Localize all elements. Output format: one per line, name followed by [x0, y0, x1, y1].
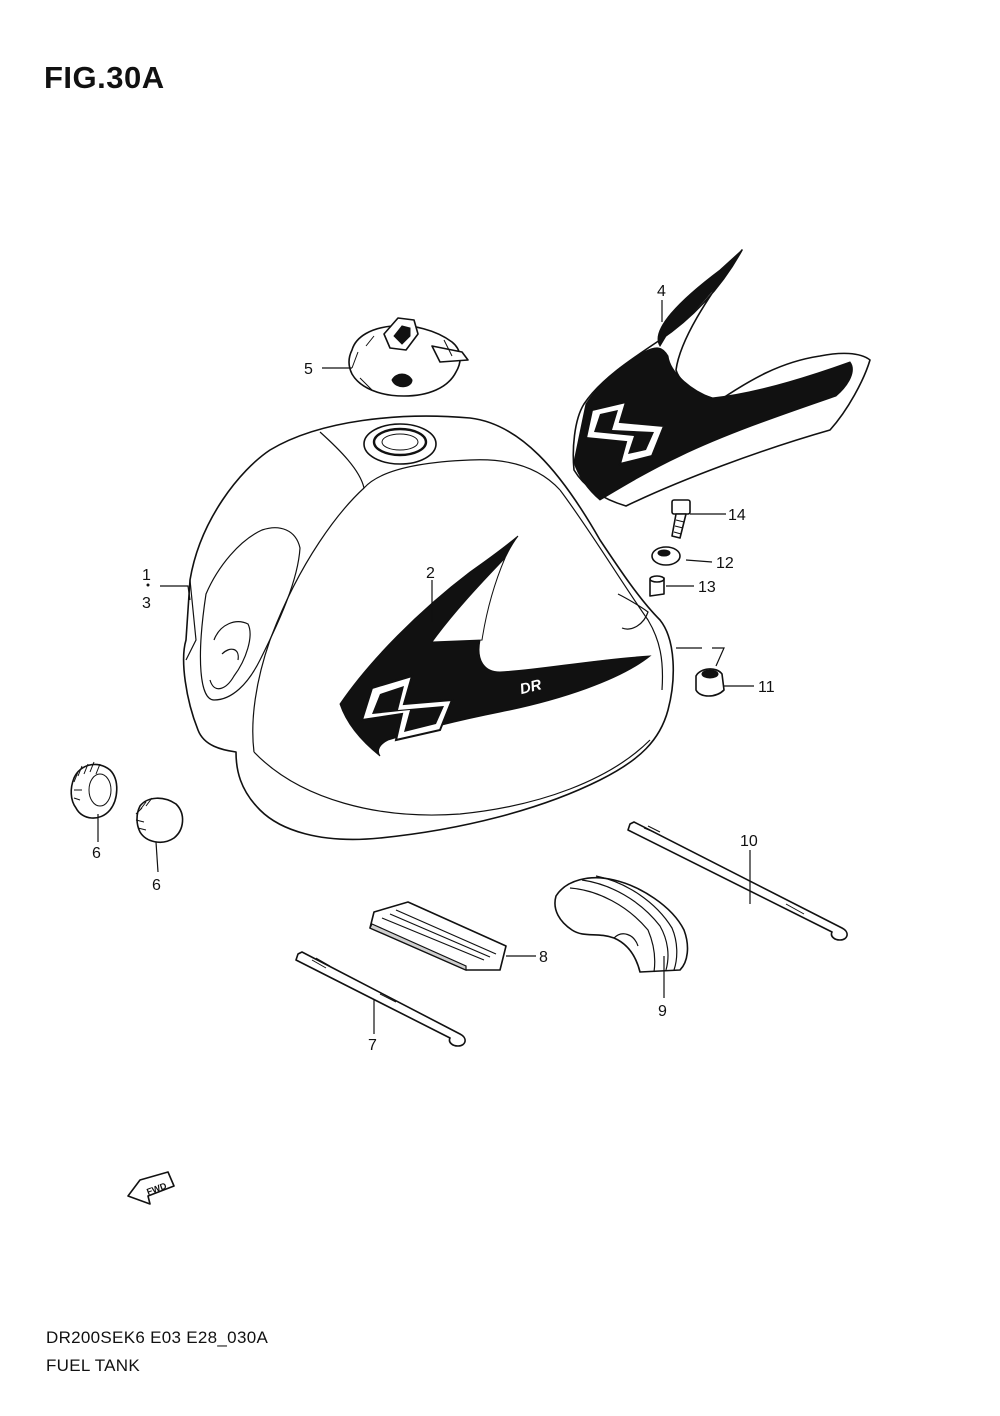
callout-5: 5: [304, 361, 313, 378]
svg-text:DR: DR: [518, 676, 543, 698]
callout-10: 10: [740, 833, 758, 850]
figure-code: DR200SEK6 E03 E28_030A: [46, 1328, 269, 1347]
bolt-part: [671, 499, 691, 539]
callout-11: 11: [758, 679, 775, 696]
callout-numbers: 1 3 2 4 5 14 12 13 11 6 6 10 8 9 7: [92, 283, 775, 1054]
cap-part-b: [135, 797, 184, 844]
callout-7: 7: [368, 1037, 377, 1054]
svg-text:DR: DR: [688, 444, 713, 466]
callout-1: 1: [142, 567, 151, 584]
forward-direction-arrow: FWD: [127, 1171, 175, 1205]
callout-8: 8: [539, 949, 548, 966]
strap-upper-part: [627, 821, 848, 941]
figure-title: FIG.30A: [44, 60, 165, 95]
tank-emblem-left-part: DR: [339, 535, 652, 757]
callout-9: 9: [658, 1003, 667, 1020]
cushion-part: [651, 546, 681, 566]
collar-part: [649, 575, 665, 597]
callout-4: 4: [657, 283, 666, 300]
cap-part-a: [70, 761, 118, 819]
callout-12: 12: [716, 555, 734, 572]
callout-2: 2: [426, 565, 435, 582]
cushion-pad-part: [369, 901, 507, 971]
figure-name: FUEL TANK: [46, 1356, 141, 1375]
leader-lines: [97, 300, 754, 1034]
callout-6-left: 6: [92, 845, 101, 862]
callout-14: 14: [728, 507, 746, 524]
callout-6-right: 6: [152, 877, 161, 894]
callout-13: 13: [698, 579, 716, 596]
fuel-cap-part: [348, 317, 469, 397]
strap-lower-part: [295, 951, 466, 1047]
cover-part: [554, 875, 689, 973]
tank-emblem-right-part: DR: [572, 249, 871, 507]
callout-3: 3: [142, 595, 151, 612]
grommet-part: [695, 668, 725, 697]
